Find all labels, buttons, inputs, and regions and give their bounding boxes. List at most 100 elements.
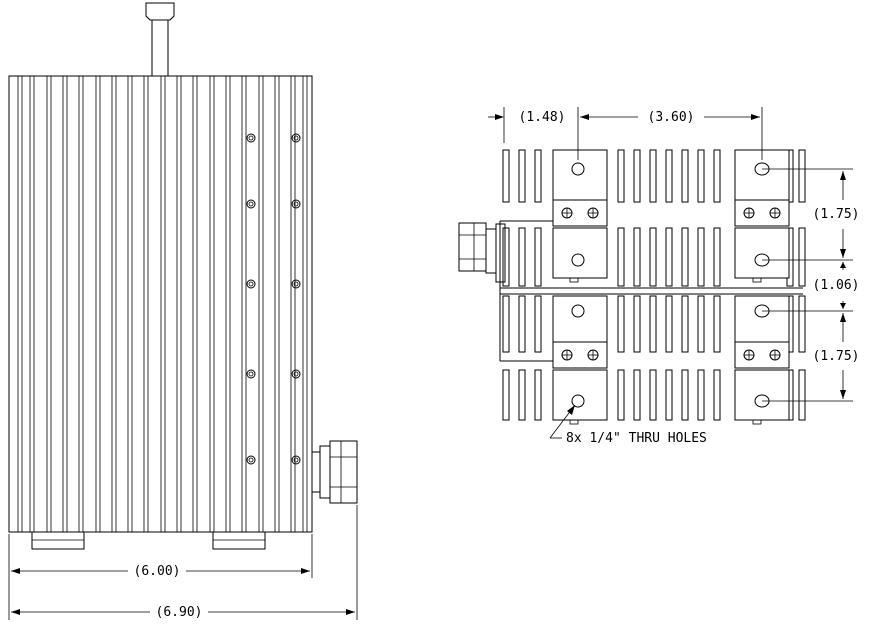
screw-center bbox=[293, 135, 299, 141]
screw-center bbox=[248, 457, 254, 463]
end-fin bbox=[665, 369, 673, 421]
mounting-block bbox=[734, 227, 790, 279]
end-fin bbox=[502, 295, 510, 353]
hole-note: 8x 1/4" THRU HOLES bbox=[549, 404, 707, 446]
block-tab bbox=[752, 419, 762, 425]
end-view-fins bbox=[502, 149, 806, 421]
screw-center bbox=[293, 457, 299, 463]
clamp-bar bbox=[734, 341, 790, 369]
end-fin bbox=[534, 369, 542, 421]
end-fin bbox=[633, 295, 641, 353]
end-fin bbox=[697, 227, 705, 287]
end-fin bbox=[681, 295, 689, 353]
end-fin bbox=[502, 227, 510, 287]
end-view: (1.48) (3.60) (1.75) (1.06) bbox=[458, 107, 860, 446]
end-fin bbox=[617, 149, 625, 203]
mounting-blocks bbox=[552, 149, 790, 425]
thru-hole bbox=[571, 162, 585, 176]
end-fin bbox=[798, 295, 806, 353]
end-fin bbox=[518, 369, 526, 421]
end-fin bbox=[649, 369, 657, 421]
dim-label-3-60: (3.60) bbox=[648, 110, 695, 125]
top-connector bbox=[145, 2, 175, 77]
end-fin bbox=[713, 149, 721, 203]
side-connector bbox=[311, 440, 358, 504]
end-fin bbox=[697, 295, 705, 353]
end-fin bbox=[665, 149, 673, 203]
hole-note-label: 8x 1/4" THRU HOLES bbox=[566, 431, 707, 446]
mounting-block bbox=[552, 295, 608, 347]
end-fin bbox=[617, 295, 625, 353]
end-fin bbox=[534, 227, 542, 287]
end-fin bbox=[798, 369, 806, 421]
screw-icon bbox=[246, 133, 256, 143]
dim-label-1-06: (1.06) bbox=[813, 278, 860, 293]
clamp-bar bbox=[552, 199, 608, 227]
end-fin bbox=[502, 149, 510, 203]
block-tab bbox=[569, 419, 579, 425]
side-fins bbox=[17, 76, 308, 532]
screw-icon bbox=[291, 133, 301, 143]
end-fin bbox=[617, 369, 625, 421]
clamp-bar bbox=[734, 199, 790, 227]
heatsink-body bbox=[8, 75, 313, 533]
end-fin bbox=[665, 227, 673, 287]
end-fin bbox=[713, 295, 721, 353]
mounting-block bbox=[552, 227, 608, 279]
end-fin bbox=[518, 227, 526, 287]
end-fin bbox=[502, 369, 510, 421]
end-fin bbox=[798, 227, 806, 287]
screw-center bbox=[293, 371, 299, 377]
end-fin bbox=[518, 295, 526, 353]
screw-center bbox=[293, 201, 299, 207]
end-fin bbox=[518, 149, 526, 203]
screw-center bbox=[293, 281, 299, 287]
screw-icon bbox=[246, 279, 256, 289]
screw-icon bbox=[291, 455, 301, 465]
screw-center bbox=[248, 281, 254, 287]
thru-hole bbox=[571, 304, 585, 318]
mounting-block bbox=[734, 295, 790, 347]
side-view: (6.00) (6.90) bbox=[8, 2, 358, 620]
thru-hole bbox=[571, 394, 585, 408]
right-dimensions: (1.75) (1.06) (1.75) bbox=[762, 168, 860, 402]
end-fin bbox=[681, 369, 689, 421]
dim-label-1-48: (1.48) bbox=[519, 110, 566, 125]
end-fin bbox=[798, 149, 806, 203]
mounting-feet bbox=[31, 531, 266, 550]
end-fin bbox=[681, 227, 689, 287]
end-fin bbox=[697, 149, 705, 203]
end-fin bbox=[617, 227, 625, 287]
end-fin bbox=[633, 369, 641, 421]
dim-label-1-75-top: (1.75) bbox=[813, 207, 860, 222]
block-tab bbox=[569, 277, 579, 283]
screw-icon bbox=[246, 369, 256, 379]
mounting-screws bbox=[246, 133, 301, 465]
end-fin bbox=[681, 149, 689, 203]
screw-icon bbox=[246, 199, 256, 209]
dim-label-1-75-bottom: (1.75) bbox=[813, 349, 860, 364]
end-fin bbox=[713, 369, 721, 421]
end-fin bbox=[665, 295, 673, 353]
end-fin bbox=[697, 369, 705, 421]
end-fin bbox=[649, 227, 657, 287]
screw-icon bbox=[291, 279, 301, 289]
screw-icon bbox=[246, 455, 256, 465]
screw-icon bbox=[291, 369, 301, 379]
end-fin bbox=[633, 227, 641, 287]
screw-center bbox=[248, 201, 254, 207]
end-fin bbox=[633, 149, 641, 203]
end-fin bbox=[713, 227, 721, 287]
clamp-bar bbox=[552, 341, 608, 369]
top-dimensions: (1.48) (3.60) bbox=[488, 107, 763, 160]
thru-hole bbox=[571, 253, 585, 267]
dim-label-6-00: (6.00) bbox=[134, 564, 181, 579]
end-fin bbox=[534, 149, 542, 203]
screw-icon bbox=[291, 199, 301, 209]
dim-label-6-90: (6.90) bbox=[156, 605, 203, 620]
screw-center bbox=[248, 135, 254, 141]
block-tab bbox=[752, 277, 762, 283]
end-fin bbox=[534, 295, 542, 353]
end-view-connector bbox=[458, 222, 506, 283]
